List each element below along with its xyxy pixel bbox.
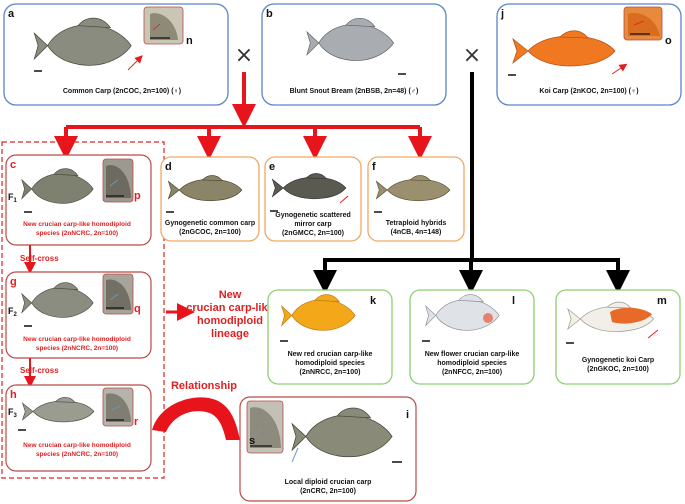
offspring-label-l-line1: New flower crucian carp-like (425, 351, 520, 358)
inset-letter-s: s (249, 435, 255, 447)
red-arrow-tree (54, 72, 432, 160)
cross-symbol-left: × (235, 43, 253, 68)
offspring-label-d-line1: Gynogenetic common carp (165, 220, 255, 227)
offspring-label-k-line2: homodiploid species (295, 360, 365, 367)
lineage-name-line2: crucian carp-like (186, 302, 273, 314)
panel-letter-d: d (165, 161, 172, 173)
relationship-panel-i: i s Local diploid crucian carp (2nCRC, 2… (239, 396, 417, 502)
lineage-name-line3: homodiploid (197, 315, 263, 327)
offspring-label-k-line3: (2nNRCC, 2n=100) (300, 369, 361, 376)
lineage-dashed-frame (1, 141, 165, 479)
self-cross-label-2: Self-cross (20, 366, 59, 375)
offspring-label-l-line3: (2nNFCC, 2n=100) (442, 369, 502, 376)
panel-letter-h: h (10, 389, 17, 401)
spot-marking (483, 313, 493, 323)
red-pointer-arrow-icon (611, 63, 628, 75)
panel-letter-g: g (10, 276, 17, 288)
lineage-name-line4: lineage (211, 328, 249, 340)
relationship-label-i-line2: (2nCRC, 2n=100) (300, 488, 356, 495)
parent-panel-a: a n Common Carp (2nCOC, 2n=100) (♀) (3, 3, 229, 106)
relationship-label: Relationship (171, 380, 237, 392)
offspring-label-e-line3: (2nGMCC, 2n=100) (282, 230, 344, 237)
lineage-panel-c: c F1 p New crucian carp-like homodiploid… (5, 154, 152, 246)
inset-closeup-icon: s (246, 400, 284, 454)
panel-letter-a: a (8, 8, 15, 20)
inset-letter-r: r (134, 416, 139, 428)
lineage-panel-g: g F2 q New crucian carp-like homodiploid… (5, 271, 152, 359)
inset-letter-n: n (186, 35, 193, 47)
offspring-label-f-line1: Tetraploid hybrids (386, 220, 447, 227)
parent-label-b: Blunt Snout Bream (2nBSB, 2n=48) (♂) (290, 88, 419, 95)
offspring-label-m-line2: (2nGKOC, 2n=100) (587, 366, 649, 373)
offspring-panel-m: m Gynogenetic koi Carp (2nGKOC, 2n=100) (555, 289, 681, 385)
offspring-label-e-line2: mirror carp (294, 221, 331, 228)
inset-letter-q: q (134, 303, 141, 315)
offspring-label-l-line2: homodiploid species (437, 360, 507, 367)
panel-letter-l: l (512, 295, 515, 307)
panel-letter-j: j (500, 8, 504, 20)
parent-panel-j: j o Koi Carp (2nKOC, 2n=100) (♀) (496, 3, 682, 106)
offspring-panel-d: d Gynogenetic common carp (2nGCOC, 2n=10… (160, 156, 260, 242)
panel-letter-f: f (372, 161, 376, 173)
offspring-label-m-line1: Gynogenetic koi Carp (582, 357, 654, 364)
generation-label-g: F2 (8, 306, 18, 318)
cross-symbol-right: × (463, 43, 481, 68)
red-pointer-arrow-icon (127, 55, 143, 71)
self-cross-label-1: Self-cross (20, 254, 59, 263)
inset-closeup-icon: r (102, 387, 139, 428)
inset-closeup-icon: o (623, 6, 672, 47)
generation-label-c: F1 (8, 192, 18, 204)
panel-letter-c: c (10, 159, 16, 171)
offspring-label-d-line2: (2nGCOC, 2n=100) (179, 229, 241, 236)
relationship-arc (152, 397, 240, 440)
red-pointer-arrow-icon (647, 329, 659, 339)
lineage-label-g-line1: New crucian carp-like homodiploid (23, 336, 131, 343)
lineage-label-g-line2: species (2nNCRC, 2n=100) (36, 345, 118, 352)
lineage-label-c-line1: New crucian carp-like homodiploid (23, 221, 131, 228)
generation-label-h: F3 (8, 407, 18, 419)
red-pointer-arrow-icon (339, 195, 349, 204)
black-arrow-tree (313, 72, 630, 294)
parent-panel-b: b Blunt Snout Bream (2nBSB, 2n=48) (♂) (261, 3, 447, 106)
inset-letter-p: p (134, 190, 141, 202)
lineage-name-line1: New (219, 289, 242, 301)
offspring-label-e-line1: Gynogenetic scattered (275, 212, 350, 219)
lineage-panel-h: h F3 r New crucian carp-like homodiploid… (5, 384, 152, 472)
panel-letter-k: k (370, 295, 377, 307)
panel-letter-b: b (266, 8, 273, 20)
lineage-label-h-line1: New crucian carp-like homodiploid (23, 442, 131, 449)
panel-letter-e: e (269, 161, 275, 173)
offspring-panel-l: l New flower crucian carp-like homodiplo… (409, 289, 535, 385)
koi-pattern-marking (610, 307, 652, 324)
inset-closeup-icon: n (143, 6, 193, 47)
inset-closeup-icon: q (102, 273, 141, 315)
blue-pointer-arrow-icon (291, 447, 299, 463)
inset-closeup-icon: p (102, 158, 141, 203)
lineage-label-h-line2: species (2nNCRC, 2n=100) (36, 451, 118, 458)
parent-label-a: Common Carp (2nCOC, 2n=100) (♀) (63, 88, 181, 95)
panel-letter-i: i (406, 409, 409, 421)
inset-letter-o: o (665, 35, 672, 47)
relationship-label-i-line1: Local diploid crucian carp (285, 479, 372, 486)
offspring-panel-k: k New red crucian carp-like homodiploid … (267, 289, 393, 385)
offspring-label-f-line2: (4nCB, 4n=148) (391, 229, 442, 236)
lineage-label-c-line2: species (2nNCRC, 2n=100) (36, 230, 118, 237)
offspring-panel-f: f Tetraploid hybrids (4nCB, 4n=148) (367, 156, 465, 242)
panel-letter-m: m (657, 295, 667, 307)
parent-label-j: Koi Carp (2nKOC, 2n=100) (♀) (539, 88, 638, 95)
offspring-panel-e: e Gynogenetic scattered mirror carp (2nG… (264, 156, 362, 242)
offspring-label-k-line1: New red crucian carp-like (288, 351, 373, 358)
